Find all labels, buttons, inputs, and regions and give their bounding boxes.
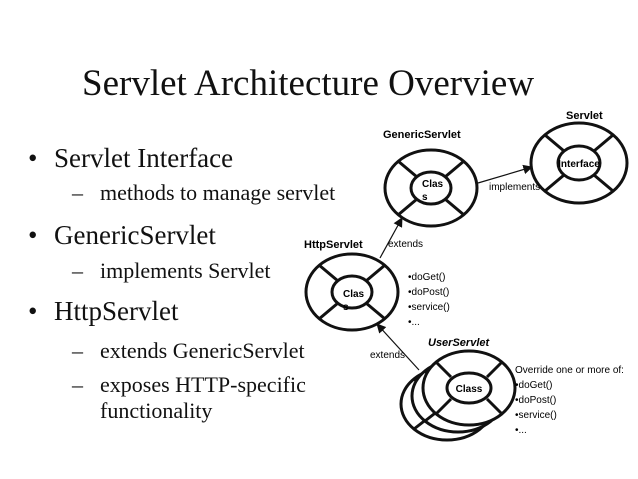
http-method-item: •... — [408, 317, 420, 328]
servlet-node-label: Interface — [558, 159, 600, 170]
override-note-title: Override one or more of: — [515, 365, 624, 376]
bullet-list: •Servlet Interface –methods to manage se… — [28, 143, 335, 423]
sub-bullet-text: exposes HTTP-specific functionality — [100, 372, 306, 423]
user-method-item: •service() — [515, 410, 557, 421]
bullet-glyph: • — [28, 220, 38, 250]
user-servlet-title: UserServlet — [428, 337, 490, 349]
bullet-servlet-interface: • Servlet Interface — [28, 143, 233, 174]
user-method-item: •doGet() — [515, 380, 552, 391]
http-node-label: Clas — [343, 289, 365, 300]
user-servlet-node: Class — [421, 349, 517, 427]
sub-bullet: –implements Servlet — [72, 258, 270, 284]
http-servlet-node: Clas s — [304, 252, 400, 332]
sub-bullet-text: extends GenericServlet — [100, 338, 305, 363]
http-node-label-wrap: s — [343, 302, 349, 313]
generic-node-label: Clas — [422, 179, 444, 190]
http-method-item: •doPost() — [408, 287, 449, 298]
user-method-item: •... — [515, 425, 527, 436]
extends-generic-label: extends — [388, 239, 423, 250]
http-servlet-title: HttpServlet — [304, 239, 363, 251]
sub-bullet-text: methods to manage servlet — [100, 180, 336, 205]
slide-title: Servlet Architecture Overview — [82, 63, 535, 104]
sub-bullet: –exposes HTTP-specific functionality — [72, 372, 360, 424]
dash-glyph: – — [72, 372, 83, 397]
extends-http-label: extends — [370, 350, 405, 361]
servlet-title: Servlet — [566, 110, 603, 122]
bullet-http-servlet: • HttpServlet — [28, 296, 178, 327]
generic-servlet-title: GenericServlet — [383, 129, 461, 141]
http-method-item: •doGet() — [408, 272, 445, 283]
bullet-text: GenericServlet — [54, 220, 216, 250]
bullet-text: Servlet Interface — [54, 143, 234, 173]
implements-arrow — [477, 164, 533, 184]
extends-generic-arrow — [379, 217, 403, 259]
extends-http-arrow — [376, 323, 420, 371]
bullet-text: HttpServlet — [54, 296, 179, 326]
dash-glyph: – — [72, 338, 83, 363]
sub-bullet: –methods to manage servlet — [72, 180, 335, 206]
generic-servlet-node: Clas s — [383, 148, 479, 228]
bullet-glyph: • — [28, 296, 38, 326]
sub-bullet-text: implements Servlet — [100, 258, 271, 283]
servlet-interface-node: Interface — [529, 121, 629, 205]
user-node-label: Class — [456, 384, 483, 395]
http-method-item: •service() — [408, 302, 450, 313]
sub-bullet: –extends GenericServlet — [72, 338, 305, 364]
dash-glyph: – — [72, 180, 83, 205]
dash-glyph: – — [72, 258, 83, 283]
generic-node-label-wrap: s — [422, 192, 428, 203]
implements-label: implements — [489, 182, 540, 193]
user-method-item: •doPost() — [515, 395, 556, 406]
bullet-glyph: • — [28, 143, 38, 173]
bullet-generic-servlet: • GenericServlet — [28, 220, 216, 251]
